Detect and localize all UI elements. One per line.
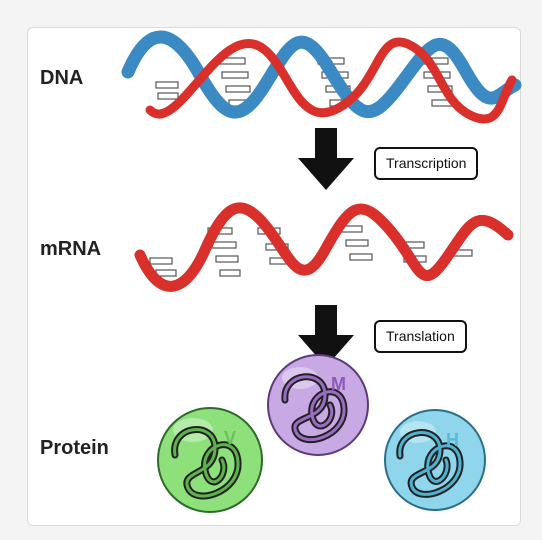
translation-box: Translation xyxy=(374,320,467,353)
transcription-box: Transcription xyxy=(374,147,479,180)
dna-strand-red xyxy=(145,37,517,124)
dna-label: DNA xyxy=(40,67,84,89)
mrna-label: mRNA xyxy=(40,238,102,260)
protein-letter-h: H xyxy=(446,430,459,450)
dna-double-helix xyxy=(121,30,522,124)
protein-v xyxy=(157,407,263,513)
protein-label: Protein xyxy=(40,437,109,459)
transcription-arrow xyxy=(298,128,354,190)
protein-letter-v: V xyxy=(224,428,237,448)
protein-letter-m: M xyxy=(331,374,346,394)
mrna-backbone xyxy=(134,202,514,292)
mrna-strand xyxy=(134,202,514,292)
protein-m xyxy=(267,354,369,456)
protein-h xyxy=(384,409,486,511)
translation-arrow xyxy=(298,305,354,367)
